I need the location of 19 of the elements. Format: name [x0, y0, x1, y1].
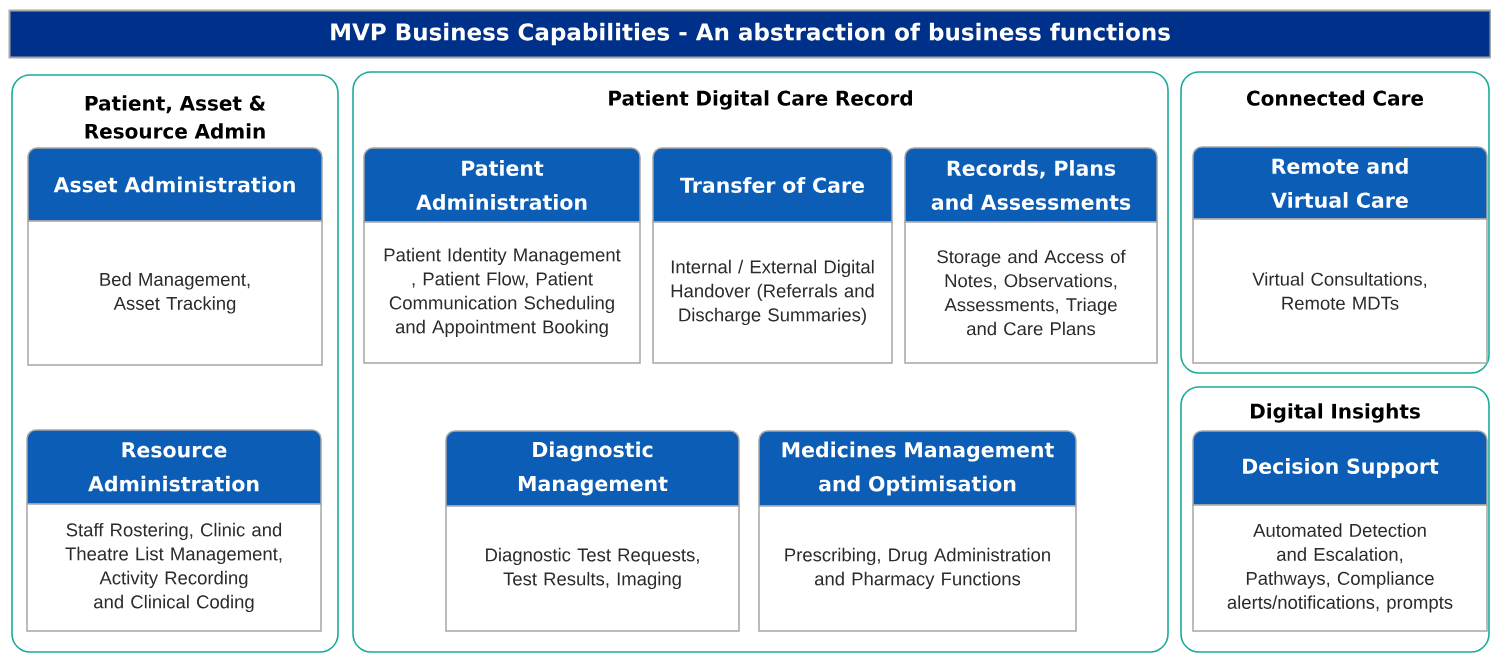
- capability-card: Records, Plans and Assessments Storage and Access of Notes, Observations, Assessments, Triage and Care Plans: [904, 147, 1158, 364]
- node-label: Decision Support: [1243, 458, 1439, 478]
- capability-card: Diagnostic Management Diagnostic Test Requests, Test Results, Imaging: [445, 430, 740, 632]
- capability-card: Patient Administration Patient Identity Management , Patient Flow, Patient Communication Scheduling and Appointment Booking: [363, 147, 641, 364]
- capability-card: Decision Support Automated Detection and Escalation, Pathways, Compliance alerts/notifications, prompts: [1192, 430, 1488, 632]
- node-label: Remote and Virtual Care: [1271, 158, 1408, 208]
- capability-card: Resource Administration Staff Rostering, Clinic and Theatre List Management, Activity Recording and Clinical Coding: [26, 429, 322, 632]
- node-label: Medicines Management and Optimisation: [782, 441, 1054, 496]
- node-label: Records, Plans and Assessments: [931, 160, 1131, 210]
- node-label: Resource Administration: [88, 442, 259, 492]
- capability-card: Remote and Virtual Care Virtual Consultations, Remote MDTs: [1192, 146, 1488, 364]
- capability-card: Asset Administration Bed Management, Asset Tracking: [27, 147, 323, 366]
- capability-card: Transfer of Care Internal / External Digital Handover (Referrals and Discharge Summaries): [652, 147, 893, 364]
- node-label: Asset Administration: [53, 176, 295, 193]
- capability-card: Medicines Management and Optimisation Prescribing, Drug Administration and Pharmacy Functions: [758, 430, 1077, 632]
- title-banner: MVP Business Capabilities - An abstraction of business functions: [8, 9, 1491, 59]
- node-label: Transfer of Care: [680, 177, 864, 193]
- node-label: Patient Administration: [416, 160, 587, 210]
- node-label: Diagnostic Management: [518, 441, 668, 496]
